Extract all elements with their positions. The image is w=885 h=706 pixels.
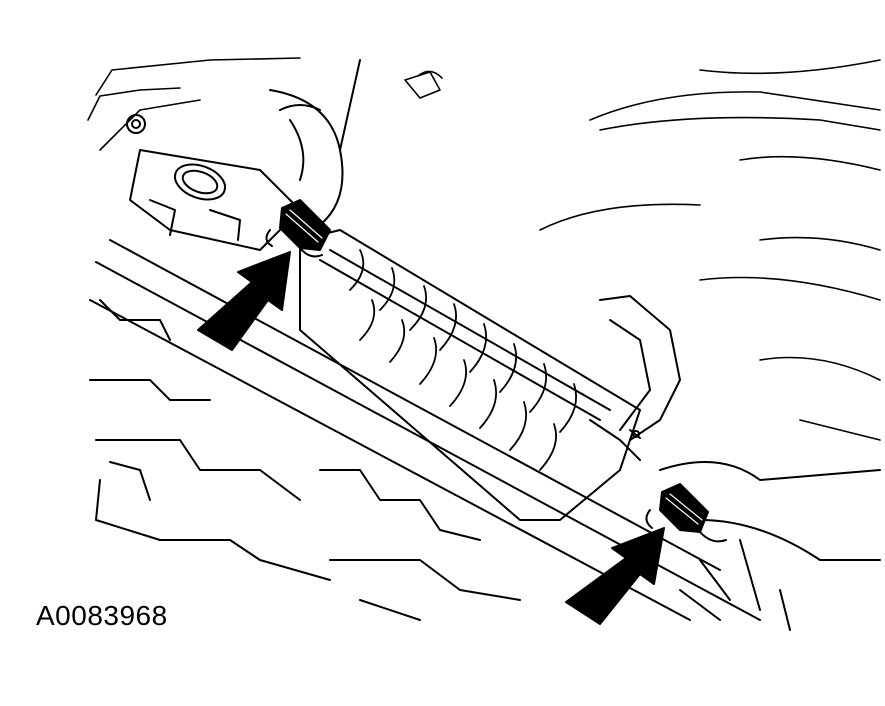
- frame-rail: [89, 239, 761, 621]
- downstream-pipe-clamp: [645, 483, 727, 543]
- left-mount-bracket: [126, 114, 301, 251]
- callout-arrow-upstream-clamp: [197, 251, 291, 351]
- background-structure: [87, 57, 881, 441]
- upstream-pipe-clamp: [265, 199, 331, 258]
- downstream-exhaust-pipe: [659, 461, 881, 631]
- catalytic-converter: [299, 229, 641, 521]
- upstream-exhaust-pipe: [269, 59, 361, 226]
- figure-id-label: A0083968: [36, 600, 168, 631]
- heat-shield-ribs: [349, 249, 578, 471]
- callout-arrow-downstream-clamp: [565, 527, 665, 625]
- mount-hole: [173, 163, 227, 201]
- bolt-head: [126, 114, 146, 134]
- converter-hanger: [589, 295, 681, 461]
